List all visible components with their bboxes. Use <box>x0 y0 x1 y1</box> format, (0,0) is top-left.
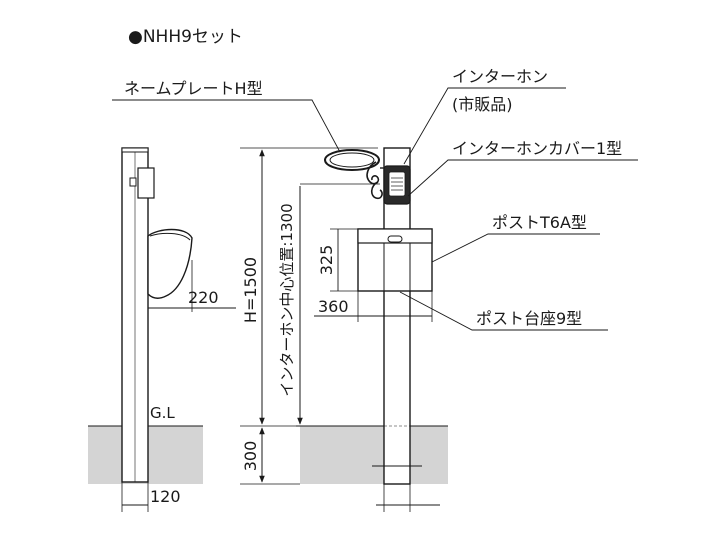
label-intercom-cover: インターホンカバー1型 <box>452 139 622 158</box>
leaders <box>112 87 638 331</box>
side-mailbox-lid <box>149 232 191 241</box>
post-width-dim: 360 <box>318 297 349 316</box>
side-view <box>121 147 236 512</box>
label-intercom: インターホン <box>452 67 548 86</box>
label-post: ポストT6A型 <box>492 213 587 232</box>
height-dimension <box>240 147 380 485</box>
side-projection-dim: 220 <box>188 288 219 307</box>
ornament-scroll-2 <box>370 181 383 200</box>
label-post-base: ポスト台座9型 <box>476 309 582 328</box>
intercom-face <box>388 171 406 197</box>
side-width-dim: 120 <box>150 487 181 506</box>
side-intercom <box>137 167 155 199</box>
intercom-center-dim: インターホン中心位置:1300 <box>278 203 296 396</box>
post-box-slot <box>387 235 403 243</box>
nameplate-ring <box>324 149 380 171</box>
front-view <box>314 147 440 512</box>
side-mailbox <box>147 228 193 299</box>
burial-depth-dim: 300 <box>241 441 260 472</box>
leader-nameplate <box>112 99 341 153</box>
label-intercom-note: (市販品) <box>452 95 513 114</box>
nameplate-ring-inner <box>329 152 375 168</box>
label-nameplate: ネームプレートH型 <box>124 79 263 98</box>
side-intercom-bracket <box>129 177 137 187</box>
height-dim: H=1500 <box>241 257 260 323</box>
ground-right <box>300 426 448 484</box>
leader-intercom-cover <box>407 159 638 197</box>
leader-post <box>431 233 600 263</box>
leader-intercom <box>403 87 566 165</box>
leader-post-base <box>399 291 608 331</box>
post-height-dim: 325 <box>317 245 336 276</box>
ground-label: G.L <box>150 404 175 422</box>
side-pole-cap <box>121 147 149 153</box>
title: ●NHH9セット <box>128 27 243 47</box>
